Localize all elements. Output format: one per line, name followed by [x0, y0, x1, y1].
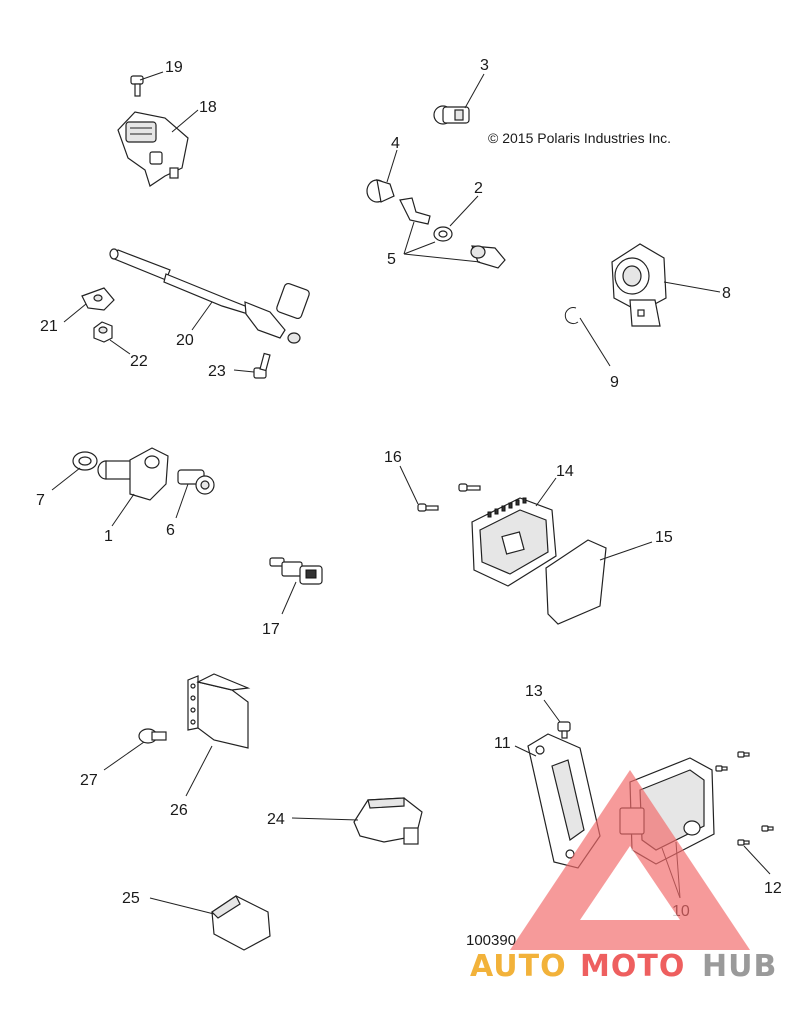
leader-24 [291, 817, 359, 821]
part-13-bolt [557, 721, 571, 739]
leader-16 [399, 465, 419, 505]
leader-9 [579, 317, 611, 367]
watermark-moto: MOTO [580, 949, 685, 984]
leader-12 [743, 845, 771, 875]
callout-5: 5 [387, 251, 396, 268]
callout-12: 12 [764, 880, 782, 897]
leader-17 [281, 581, 297, 615]
part-20-speed-sensor [109, 248, 310, 344]
part-8-knock-sensor [611, 243, 667, 327]
leader-25 [149, 897, 215, 915]
callout-9: 9 [610, 374, 619, 391]
part-22-nut [93, 321, 113, 343]
part-4-cap [366, 179, 395, 203]
part-5-clip [399, 197, 431, 225]
diagram-reference-number: 100390 [466, 932, 516, 949]
part-24-relay [353, 797, 423, 845]
leader-13 [543, 699, 561, 723]
leader-2 [449, 195, 479, 227]
part-11-bracket [527, 733, 601, 869]
part-27-push-rivet [138, 728, 167, 744]
part-19-bolt [130, 75, 144, 97]
callout-4: 4 [391, 135, 400, 152]
leader-11 [514, 745, 537, 757]
part-3-plug [433, 105, 470, 125]
leader-23 [233, 369, 255, 373]
leader-27 [103, 741, 145, 771]
leader-4 [386, 149, 398, 183]
part-5-sensor [470, 245, 506, 269]
leader-3 [464, 73, 485, 109]
callout-7: 7 [36, 492, 45, 509]
part-1-cam-sensor [97, 447, 169, 501]
leader-5a [403, 221, 415, 255]
callout-1: 1 [104, 528, 113, 545]
leader-5c [403, 253, 481, 263]
leader-14 [535, 477, 557, 507]
callout-26: 26 [170, 802, 188, 819]
watermark-brand: AUTO MOTO HUB [470, 949, 777, 984]
callout-21: 21 [40, 318, 58, 335]
callout-23: 23 [208, 363, 226, 380]
part-2-washer [433, 226, 453, 242]
part-26-relay-module [187, 673, 251, 749]
part-6-bolt [177, 469, 215, 495]
part-12-screws [715, 751, 774, 846]
leader-21 [63, 303, 87, 323]
callout-8: 8 [722, 285, 731, 302]
callout-3: 3 [480, 57, 489, 74]
callout-25: 25 [122, 890, 140, 907]
leader-18 [171, 109, 199, 133]
watermark-auto: AUTO [470, 949, 567, 984]
callout-16: 16 [384, 449, 402, 466]
part-17-temp-sensor [269, 557, 323, 585]
leader-20 [191, 301, 213, 331]
part-16-screw [417, 483, 481, 512]
callout-14: 14 [556, 463, 574, 480]
part-23-bolt [253, 352, 271, 379]
leader-6 [175, 483, 189, 519]
part-9-clip [564, 307, 579, 325]
leader-22 [109, 339, 131, 355]
leader-5b [403, 241, 436, 255]
watermark-logo [510, 770, 750, 950]
watermark-hub: HUB [702, 949, 777, 984]
callout-22: 22 [130, 353, 148, 370]
callout-11: 11 [494, 735, 511, 752]
part-21-clamp [81, 287, 115, 311]
part-18-map-sensor [117, 111, 189, 187]
leader-19 [139, 71, 164, 81]
callout-27: 27 [80, 772, 98, 789]
callout-24: 24 [267, 811, 285, 828]
leader-15 [599, 541, 653, 561]
callout-6: 6 [166, 522, 175, 539]
copyright-notice: © 2015 Polaris Industries Inc. [488, 130, 671, 146]
leader-1 [111, 493, 135, 527]
part-25-fuse-holder [211, 895, 271, 951]
callout-20: 20 [176, 332, 194, 349]
part-14-ecu-housing [471, 497, 557, 587]
callout-18: 18 [199, 99, 217, 116]
leader-7 [51, 467, 81, 491]
part-7-o-ring [72, 451, 98, 471]
callout-15: 15 [655, 529, 673, 546]
callout-19: 19 [165, 59, 183, 76]
part-15-plate [545, 539, 607, 625]
leader-26 [185, 745, 213, 797]
callout-13: 13 [525, 683, 543, 700]
leader-8 [663, 281, 721, 293]
callout-17: 17 [262, 621, 280, 638]
callout-2: 2 [474, 180, 483, 197]
